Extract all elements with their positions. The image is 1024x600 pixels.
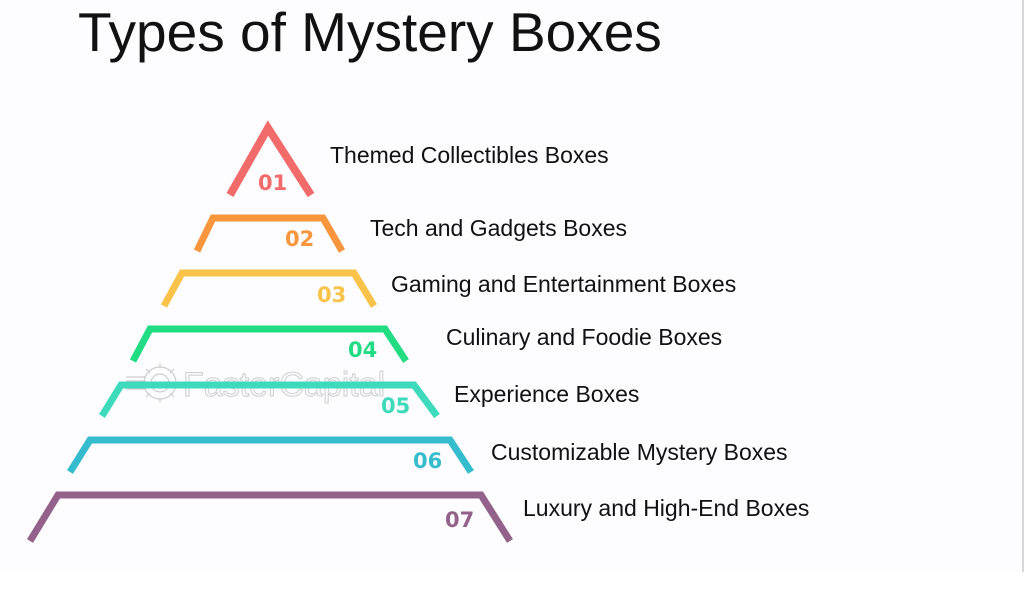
tier-07: 07	[27, 491, 513, 543]
tier-05: 05	[99, 381, 440, 419]
tier-05-number: 05	[381, 394, 410, 418]
tier-03-shape	[160, 269, 377, 308]
tier-06-label: Customizable Mystery Boxes	[491, 439, 788, 465]
tier-07-shape	[27, 491, 513, 543]
tier-01: 01	[226, 120, 315, 198]
tier-06-number: 06	[413, 449, 442, 473]
tier-04-shape	[129, 325, 409, 363]
tier-07-label: Luxury and High-End Boxes	[523, 495, 810, 521]
tier-04: 04	[129, 325, 409, 363]
tier-02-shape	[193, 214, 346, 253]
tier-02-number: 02	[285, 227, 314, 251]
tier-01-shape	[226, 120, 315, 198]
bottom-strip	[0, 572, 1024, 600]
tier-05-shape	[99, 381, 440, 419]
tier-05-label: Experience Boxes	[454, 381, 640, 407]
tier-06: 06	[67, 436, 474, 474]
tier-04-label: Culinary and Foodie Boxes	[446, 324, 723, 350]
tier-01-number: 01	[258, 171, 287, 195]
tier-04-number: 04	[348, 338, 377, 362]
tier-06-shape	[67, 436, 474, 474]
tier-03-label: Gaming and Entertainment Boxes	[391, 271, 737, 297]
slide-background	[1022, 0, 1024, 572]
tier-02-label: Tech and Gadgets Boxes	[370, 215, 627, 241]
tier-03-number: 03	[317, 283, 346, 307]
tier-02: 02	[193, 214, 346, 253]
page-title: Types of Mystery Boxes	[78, 1, 662, 63]
tier-01-label: Themed Collectibles Boxes	[330, 142, 609, 168]
tier-03: 03	[160, 269, 377, 308]
tier-07-number: 07	[445, 508, 474, 532]
